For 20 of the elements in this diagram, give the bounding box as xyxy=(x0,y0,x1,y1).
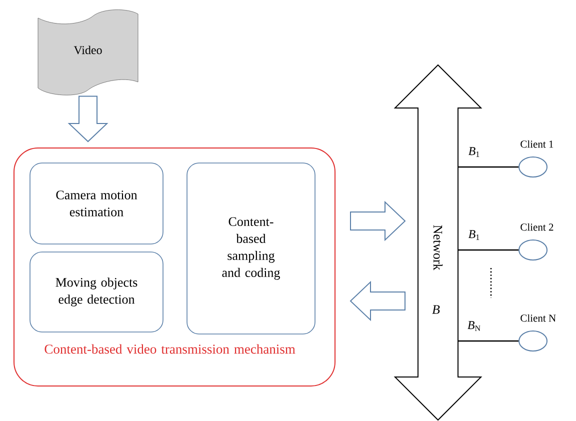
client-circle xyxy=(518,240,548,260)
group-box xyxy=(14,148,336,386)
process-box: Camera motion estimation xyxy=(30,162,164,244)
client-circle xyxy=(518,156,548,178)
block-arrow xyxy=(350,200,406,242)
process-box: Moving objects edge detection xyxy=(30,252,164,332)
connector-line xyxy=(458,166,518,168)
connector-line xyxy=(458,340,518,342)
process-box: Content-based sampling and coding xyxy=(186,162,316,334)
block-arrow xyxy=(68,96,108,142)
client-label: Client N xyxy=(520,314,556,322)
client-label: Client 2 xyxy=(520,223,554,231)
client-label: Client 1 xyxy=(520,140,554,148)
connector-line xyxy=(458,249,518,251)
client-circle xyxy=(518,330,548,352)
group-title: Content-based video transmission mechanism xyxy=(44,344,296,354)
block-arrow xyxy=(350,280,406,322)
edge-label: B$_{1}$ xyxy=(468,230,480,240)
edge-label: B$_{N}$ xyxy=(468,321,480,331)
edge-label: B$_{1}$ xyxy=(468,147,480,157)
